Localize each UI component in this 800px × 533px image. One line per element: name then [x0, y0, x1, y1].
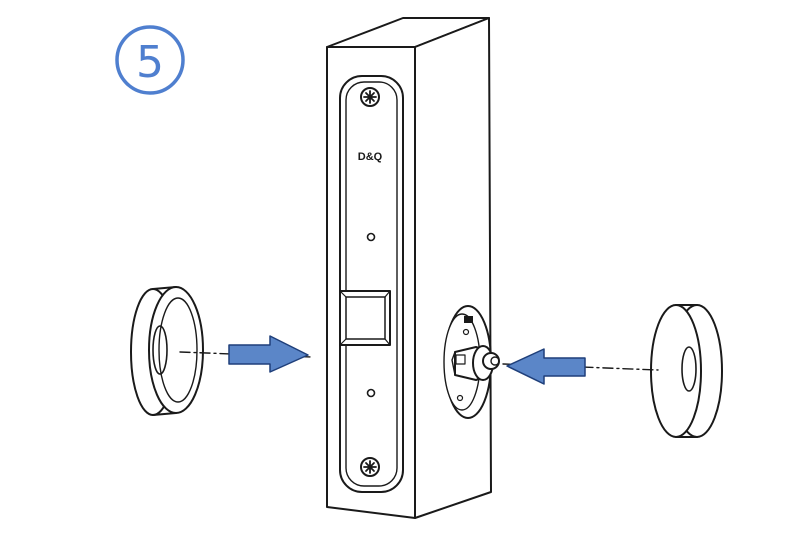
left-rosette-center-hole [152, 325, 168, 375]
step-badge: 5 [115, 25, 185, 95]
faceplate-brand: D&Q [358, 151, 383, 163]
lock-faceplate: D&Q [339, 75, 404, 493]
faceplate-hole-lower [366, 388, 376, 398]
arrow-right-icon [228, 335, 309, 373]
left-rosette-inner-ring [158, 297, 198, 403]
mounting-screw-upper [462, 328, 470, 336]
mounting-screw-lower [456, 394, 464, 402]
spindle [451, 345, 500, 381]
latch-bolt [339, 290, 391, 346]
mounting-plate [443, 305, 500, 419]
right-rosette-center-hole [681, 346, 697, 392]
faceplate-hole-upper [366, 232, 376, 242]
direction-arrows [228, 335, 586, 385]
mounting-plate-tab [464, 316, 473, 323]
step-circle [115, 25, 185, 95]
right-rosette-front [650, 304, 702, 438]
step-number: 5 [136, 37, 164, 88]
bottom-screw-icon [360, 457, 380, 477]
faceplate-inner [345, 81, 398, 487]
top-screw-icon [360, 87, 380, 107]
right-rosette [650, 304, 723, 438]
door-side-face [414, 17, 492, 519]
left-rosette-front [148, 286, 204, 414]
arrow-left-icon [506, 348, 586, 385]
left-rosette [130, 286, 204, 416]
